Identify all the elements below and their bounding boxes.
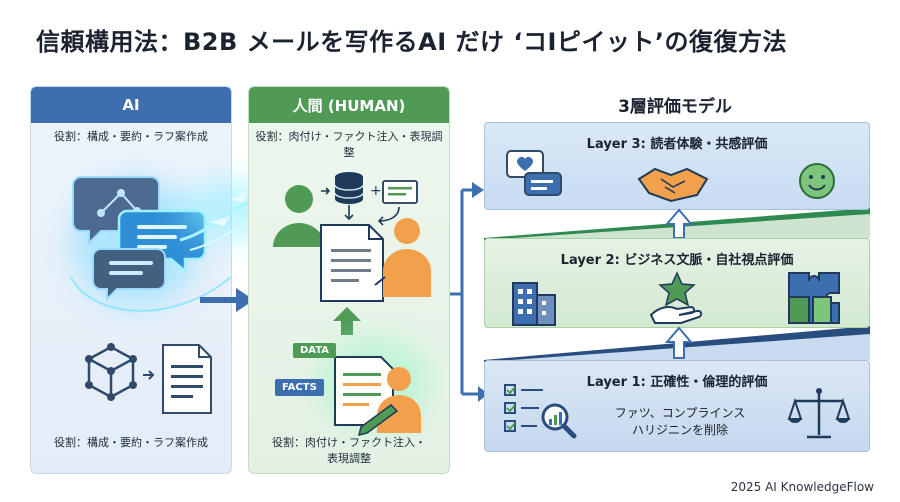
page-title: 信頼構用法：B2B メールを写作るAI だけ ‘コIピイット’の復復方法 xyxy=(36,28,788,56)
ai-panel-header: AI xyxy=(31,87,231,123)
building-icon xyxy=(512,282,556,326)
footer-credit: 2025 AI KnowledgeFlow xyxy=(730,480,874,494)
layer-3-title: Layer 3: 読者体験・共感評価 xyxy=(586,137,768,152)
handshake-icon xyxy=(637,167,709,203)
svg-text:+: + xyxy=(370,183,382,199)
human-role-top: 役割：肉付け・ファクト注入・表現調整 xyxy=(255,130,443,159)
ai-role-bottom: 役割：構成・要約・ラフ案作成 xyxy=(54,436,208,449)
ai-panel: AI 役割：構成・要約・ラフ案作成 役割：構成・要約・ラ xyxy=(30,86,232,474)
up-arrow-2-3 xyxy=(664,208,694,239)
models-title: 3層評価モデル xyxy=(618,97,732,117)
connector-to-layers xyxy=(450,182,488,402)
human-panel-header: 人間 (HUMAN) xyxy=(249,87,449,123)
chat-bubbles-icon xyxy=(70,176,231,312)
heart-chat-icon xyxy=(506,150,562,196)
checklist-magnifier-icon xyxy=(504,384,577,439)
hand-star-icon xyxy=(649,271,703,324)
network-cube-icon xyxy=(85,343,155,401)
layer-2: Layer 2: ビジネス文脈・自社視点評価 xyxy=(484,238,870,328)
ai-role-top: 役割：構成・要約・ラフ案作成 xyxy=(54,130,208,143)
up-arrow-1-2 xyxy=(664,326,694,359)
layer-2-title: Layer 2: ビジネス文脈・自社視点評価 xyxy=(560,253,794,268)
document-icon xyxy=(162,344,212,414)
smiley-icon xyxy=(799,163,835,199)
human-role-bottom-line1: 役割：肉付け・ファクト注入・ xyxy=(272,436,426,449)
human-collab-icon: + xyxy=(273,172,431,335)
data-facts-icon xyxy=(334,356,421,437)
data-tag: DATA xyxy=(293,343,337,358)
puzzle-icon xyxy=(788,272,840,324)
scale-icon xyxy=(787,388,851,439)
human-role-bottom-line2: 表現調整 xyxy=(327,452,371,465)
layer-1-sub-line2: ハリジニンを削除 xyxy=(631,423,728,437)
layer-1-title: Layer 1: 正確性・倫理的評価 xyxy=(586,375,768,390)
facts-tag: FACTS xyxy=(275,379,324,396)
ai-to-human-arrow xyxy=(200,288,254,312)
layer-1: Layer 1: 正確性・倫理的評価 ファツ、コンプラインス ハリジニンを削除 xyxy=(484,360,870,452)
layer-1-sub-line1: ファツ、コンプラインス xyxy=(614,406,746,420)
layer-3: Layer 3: 読者体験・共感評価 xyxy=(484,122,870,210)
human-panel: 人間 (HUMAN) 役割：肉付け・ファクト注入・表現調整 + xyxy=(248,86,450,474)
